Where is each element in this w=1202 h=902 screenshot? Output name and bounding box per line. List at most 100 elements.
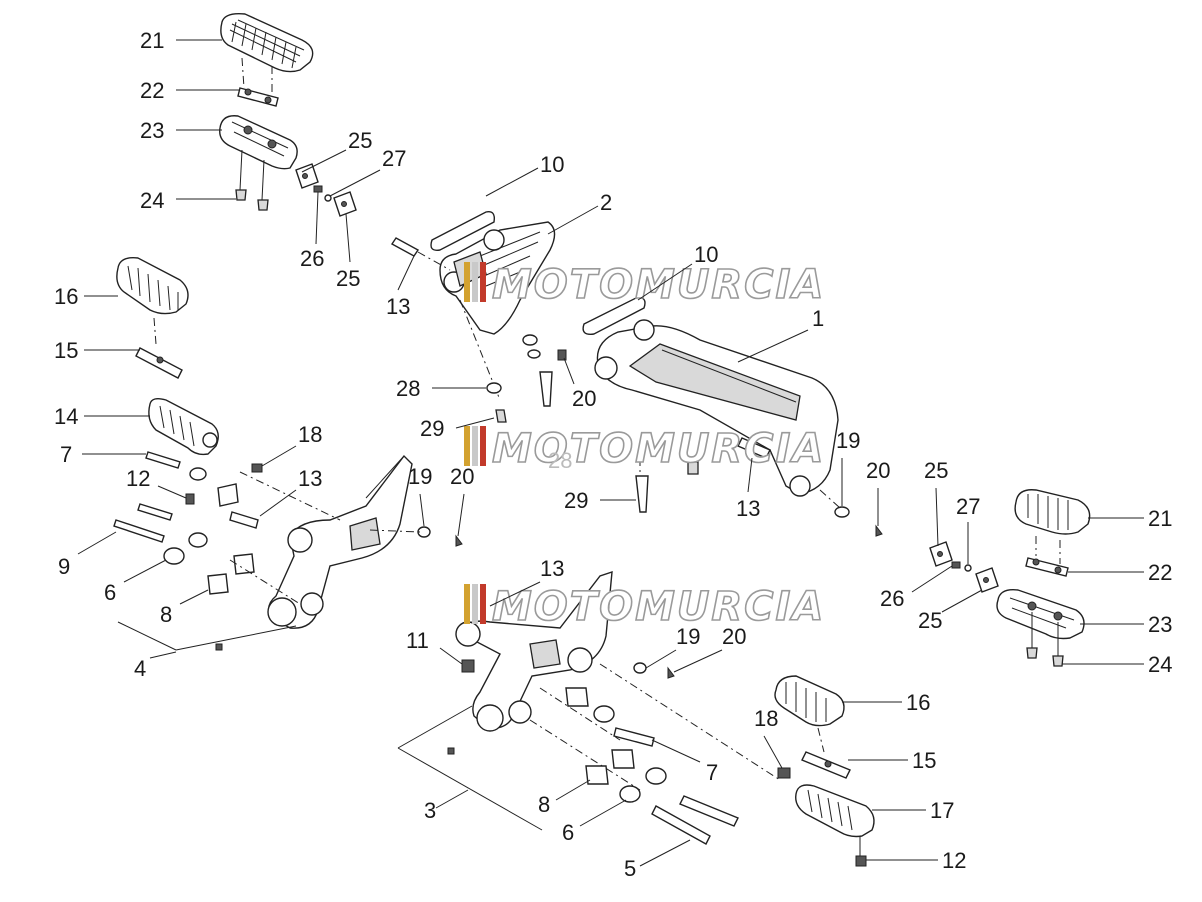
hardware-right-frame bbox=[635, 437, 883, 537]
callout-29: 29 bbox=[420, 416, 495, 441]
leader-line bbox=[439, 647, 463, 665]
callout-23: 23 bbox=[1080, 612, 1172, 637]
callout-number: 25 bbox=[918, 608, 942, 633]
callout-22: 22 bbox=[1068, 560, 1172, 585]
callout-23: 23 bbox=[140, 118, 222, 143]
callout-number: 26 bbox=[880, 586, 904, 611]
callout-20: 20 bbox=[673, 624, 746, 673]
footpeg-rubber-16-bottom bbox=[774, 675, 845, 753]
callout-13: 13 bbox=[736, 457, 760, 521]
plate-15-bottom bbox=[801, 751, 851, 779]
leader-line bbox=[419, 493, 425, 527]
callout-number: 5 bbox=[624, 856, 636, 881]
footpeg-rubber-21-right bbox=[1014, 489, 1091, 535]
footpeg-bracket-23-top bbox=[219, 115, 298, 170]
callout-15: 15 bbox=[848, 748, 936, 773]
leader-line bbox=[563, 357, 575, 385]
callout-19: 19 bbox=[408, 464, 432, 527]
leader-line bbox=[259, 489, 297, 517]
callout-8: 8 bbox=[160, 589, 209, 627]
callout-number: 8 bbox=[538, 792, 550, 817]
watermark-1: MOTOMURCIA bbox=[464, 261, 825, 309]
callout-number: 13 bbox=[736, 496, 760, 521]
leader-line bbox=[179, 589, 209, 605]
callout-22: 22 bbox=[140, 78, 240, 103]
leader-line bbox=[77, 531, 117, 555]
spacers-bushings-left bbox=[113, 451, 463, 651]
callout-29: 29 bbox=[564, 488, 636, 513]
callout-20: 20 bbox=[563, 357, 596, 411]
callout-20: 20 bbox=[450, 464, 474, 537]
plates-25-26-27-right bbox=[929, 541, 999, 593]
callout-18: 18 bbox=[261, 422, 322, 467]
callout-20: 20 bbox=[866, 458, 890, 526]
leader-line bbox=[763, 735, 783, 769]
callout-number: 17 bbox=[930, 798, 954, 823]
callout-number: 16 bbox=[906, 690, 930, 715]
callout-number: 23 bbox=[140, 118, 164, 143]
plate-22-right bbox=[1025, 536, 1069, 577]
callout-8: 8 bbox=[538, 779, 591, 817]
callout-number: 28 bbox=[548, 448, 572, 473]
callout-5: 5 bbox=[624, 839, 691, 881]
callout-28: 28 bbox=[548, 448, 572, 473]
leader-line bbox=[555, 779, 591, 801]
callout-number: 16 bbox=[54, 284, 78, 309]
callout-6: 6 bbox=[104, 559, 167, 605]
callout-number: 13 bbox=[298, 466, 322, 491]
callout-number: 7 bbox=[60, 442, 72, 467]
callout-6: 6 bbox=[562, 799, 627, 845]
watermark-text-3: MOTOMURCIA bbox=[492, 584, 825, 630]
callout-21: 21 bbox=[140, 28, 222, 53]
callout-number: 19 bbox=[676, 624, 700, 649]
callout-15: 15 bbox=[54, 338, 140, 363]
plate-15-left bbox=[135, 347, 183, 379]
callout-12: 12 bbox=[866, 848, 966, 873]
callout-10: 10 bbox=[637, 242, 718, 301]
callout-number: 20 bbox=[572, 386, 596, 411]
callout-number: 22 bbox=[1148, 560, 1172, 585]
callout-number: 21 bbox=[140, 28, 164, 53]
callout-number: 12 bbox=[942, 848, 966, 873]
leader-line bbox=[485, 167, 539, 197]
leader-line bbox=[651, 739, 701, 763]
callout-number: 14 bbox=[54, 404, 78, 429]
leader-line bbox=[579, 799, 627, 827]
callout-14: 14 bbox=[54, 404, 150, 429]
leader-line bbox=[457, 493, 465, 537]
callout-number: 13 bbox=[540, 556, 564, 581]
callout-number: 4 bbox=[134, 656, 146, 681]
footpeg-14-left bbox=[148, 397, 219, 456]
callout-number: 11 bbox=[406, 628, 429, 653]
callout-3: 3 bbox=[424, 789, 469, 823]
watermark-text-1: MOTOMURCIA bbox=[492, 262, 825, 308]
callout-number: 15 bbox=[54, 338, 78, 363]
leader-line bbox=[673, 649, 723, 673]
callout-number: 7 bbox=[706, 760, 718, 785]
leader-line bbox=[639, 839, 691, 867]
callout-number: 18 bbox=[754, 706, 778, 731]
callout-12: 12 bbox=[126, 466, 187, 499]
callout-number: 20 bbox=[450, 464, 474, 489]
callout-number: 2 bbox=[600, 190, 612, 215]
callout-7: 7 bbox=[60, 442, 146, 467]
plate-10-right bbox=[582, 297, 646, 335]
leader-line bbox=[637, 263, 693, 301]
callout-number: 15 bbox=[912, 748, 936, 773]
callout-number: 12 bbox=[126, 466, 150, 491]
callout-number: 24 bbox=[140, 188, 164, 213]
callout-28: 28 bbox=[396, 376, 486, 401]
leader-line bbox=[737, 329, 809, 363]
callout-number: 25 bbox=[348, 128, 372, 153]
leader-line bbox=[941, 589, 983, 613]
callout-number: 6 bbox=[104, 580, 116, 605]
leader-line bbox=[935, 487, 939, 547]
callout-27: 27 bbox=[956, 494, 980, 564]
callout-19: 19 bbox=[836, 428, 860, 506]
spacers-bushings-bottom bbox=[397, 659, 781, 845]
callout-number: 19 bbox=[408, 464, 432, 489]
callout-27: 27 bbox=[329, 146, 406, 197]
callout-number: 27 bbox=[382, 146, 406, 171]
footpeg-rubber-21-top bbox=[220, 12, 314, 73]
